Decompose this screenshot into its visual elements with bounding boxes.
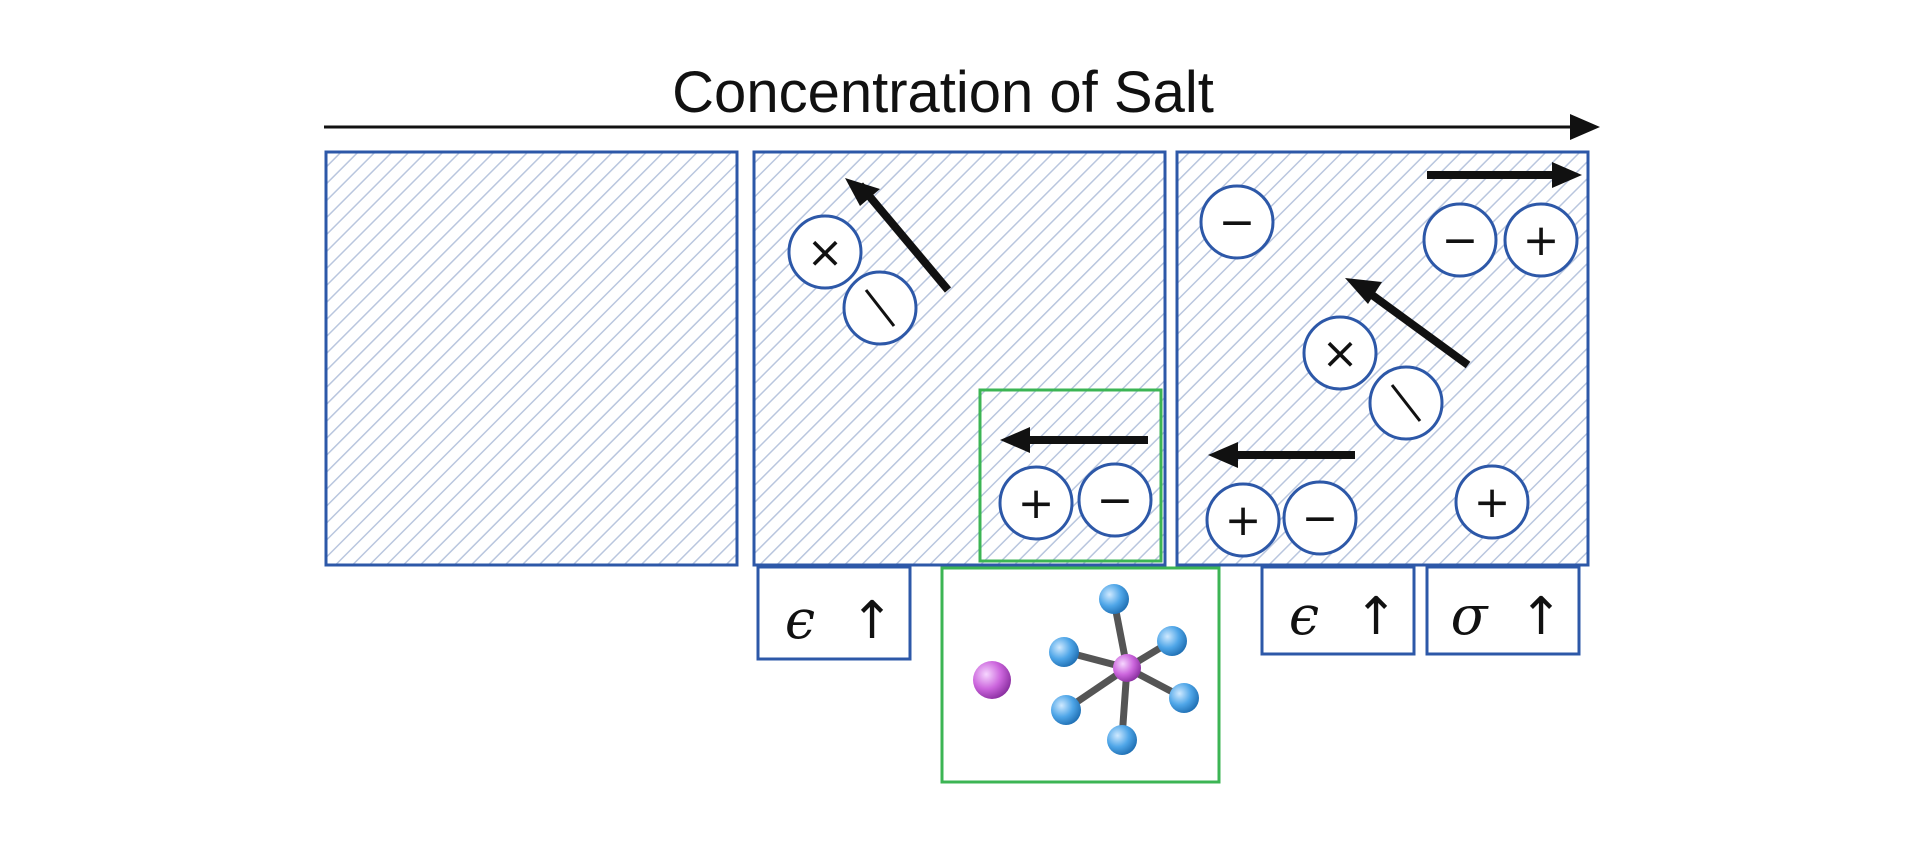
svg-text:−: − bbox=[1219, 197, 1256, 248]
svg-text:+: + bbox=[1018, 478, 1055, 529]
motion-arrow bbox=[856, 182, 952, 293]
increase-arrow-icon: ↑ bbox=[1354, 587, 1398, 647]
svg-text:+: + bbox=[1225, 495, 1262, 546]
property-label-permittivity-medium: ϵ ↑ bbox=[756, 565, 912, 661]
motion-arrowhead bbox=[1552, 162, 1582, 188]
molecule-inset bbox=[940, 566, 1221, 784]
ion-free-cation: + bbox=[1454, 464, 1530, 540]
svg-text:−: − bbox=[1442, 215, 1479, 266]
motion-arrowhead bbox=[1345, 278, 1382, 304]
ion-pair-anion: − bbox=[1282, 480, 1358, 556]
motion-arrowhead bbox=[1000, 427, 1030, 453]
ion-neutral-cross: × bbox=[787, 214, 863, 290]
ion-neutral-slash bbox=[842, 270, 918, 346]
increase-arrow-icon: ↑ bbox=[1519, 587, 1563, 647]
ion-pair-cation: + bbox=[1503, 202, 1579, 278]
motion-arrowhead bbox=[1208, 442, 1238, 468]
panel-low-concentration bbox=[324, 150, 739, 567]
increase-arrow-icon: ↑ bbox=[850, 591, 894, 651]
motion-arrow bbox=[1365, 288, 1471, 369]
permittivity-symbol: ϵ bbox=[785, 588, 815, 651]
ion-pair-anion: − bbox=[1422, 202, 1498, 278]
svg-text:×: × bbox=[807, 227, 844, 278]
panel-medium-concentration: × + − bbox=[752, 150, 1167, 567]
motion-arrowhead bbox=[845, 178, 880, 206]
svg-text:×: × bbox=[1322, 328, 1359, 379]
ion-neutral-cross: × bbox=[1302, 315, 1378, 391]
ion-pair-cation: + bbox=[1205, 482, 1281, 558]
ion-neutral-slash bbox=[1368, 365, 1444, 441]
counter-ion-atom bbox=[973, 661, 1011, 699]
ion-cation: + bbox=[998, 465, 1074, 541]
ion-free-anion: − bbox=[1199, 184, 1275, 260]
diagram-title: Concentration of Salt bbox=[672, 60, 1214, 125]
property-label-conductivity-high: σ ↑ bbox=[1425, 565, 1581, 656]
property-label-permittivity-high: ϵ ↑ bbox=[1260, 565, 1416, 656]
concentration-axis-arrow bbox=[324, 114, 1600, 140]
svg-text:−: − bbox=[1097, 475, 1134, 526]
highlight-box bbox=[978, 388, 1163, 563]
svg-text:−: − bbox=[1302, 493, 1339, 544]
panel-high-concentration: − − + × + bbox=[1175, 150, 1590, 567]
ion-anion: − bbox=[1077, 462, 1153, 538]
conductivity-symbol: σ bbox=[1451, 584, 1490, 647]
svg-text:+: + bbox=[1523, 215, 1560, 266]
permittivity-symbol: ϵ bbox=[1289, 584, 1319, 647]
svg-text:+: + bbox=[1474, 477, 1511, 528]
molecule-icon bbox=[973, 584, 1199, 755]
